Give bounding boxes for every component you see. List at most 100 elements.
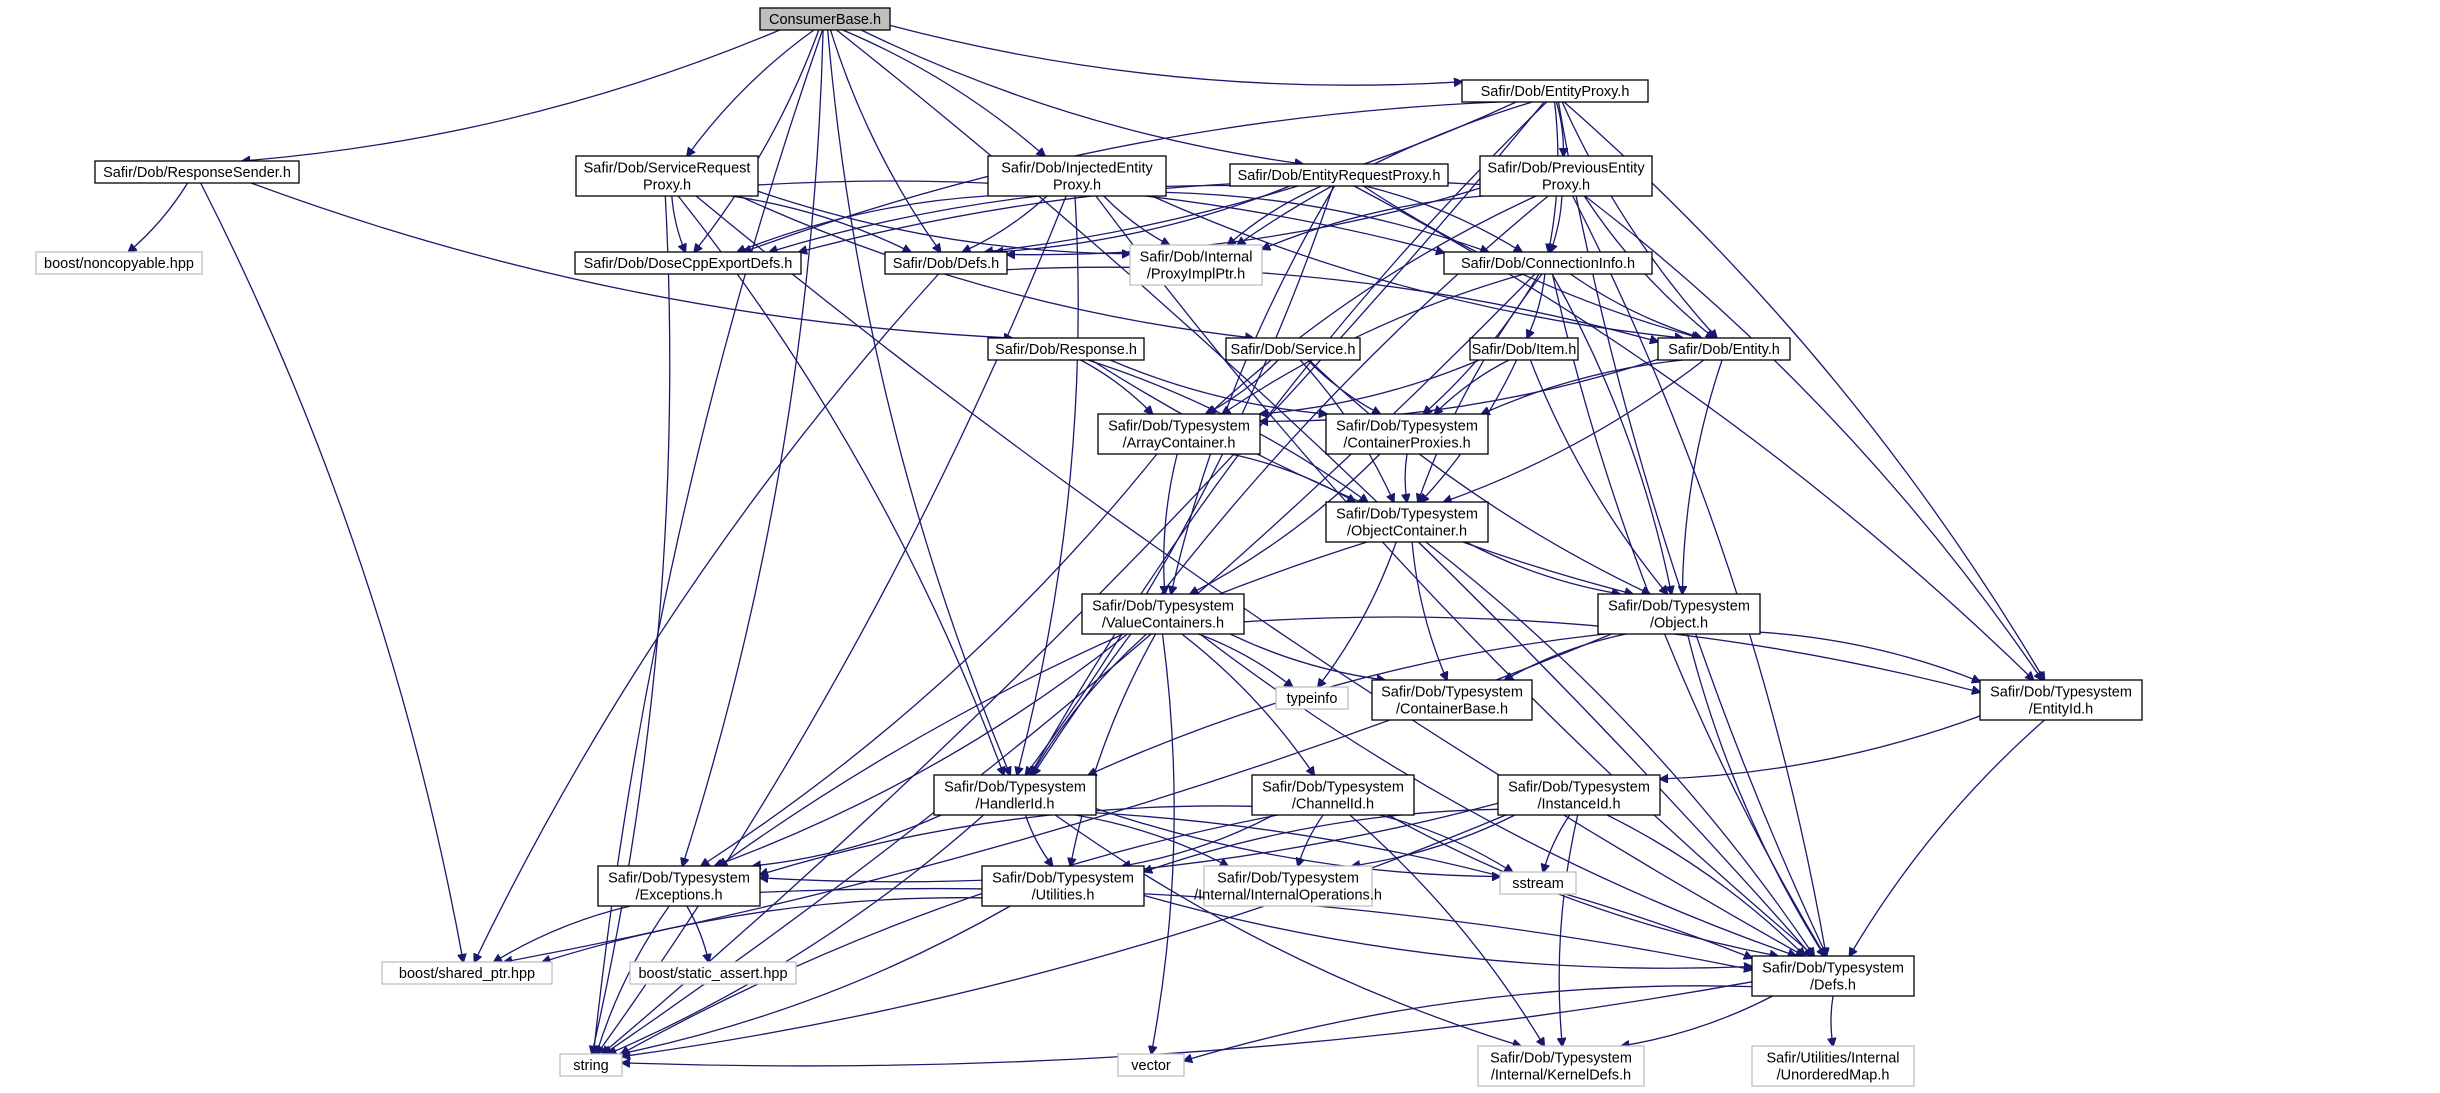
node-service[interactable]: Safir/Dob/Service.h xyxy=(1225,337,1361,361)
node-label: /ContainerBase.h xyxy=(1396,702,1508,718)
node-box xyxy=(1479,155,1653,197)
edge-servicerequestproxy-to-proxyimplptr xyxy=(757,190,1130,254)
node-objectcontainer[interactable]: Safir/Dob/Typesystem/ObjectContainer.h xyxy=(1325,501,1489,543)
edge-entityproxy-to-previousentityproxy xyxy=(1555,101,1563,156)
node-response[interactable]: Safir/Dob/Response.h xyxy=(987,337,1145,361)
edge-consumerbase-to-entityrequestproxy xyxy=(860,29,1303,164)
node-internaloperations: Safir/Dob/Typesystem/Internal/InternalOp… xyxy=(1194,865,1382,907)
edge-utilities-to-tsdefs xyxy=(1143,894,1752,969)
node-label: Proxy.h xyxy=(1053,178,1101,194)
node-box xyxy=(1657,337,1791,361)
node-box xyxy=(759,7,891,31)
edge-tsdefs-to-string xyxy=(622,981,1753,1066)
node-tsdefs[interactable]: Safir/Dob/Typesystem/Defs.h xyxy=(1751,955,1915,997)
node-box xyxy=(574,251,802,275)
edge-valuecontainers-to-typeinfo xyxy=(1198,633,1293,687)
node-entityid[interactable]: Safir/Dob/Typesystem/EntityId.h xyxy=(1979,679,2143,721)
node-responsesender[interactable]: Safir/Dob/ResponseSender.h xyxy=(94,160,300,184)
node-vector: vector xyxy=(1117,1053,1185,1077)
edge-injectedentityproxy-to-string xyxy=(597,195,1067,1054)
edge-consumerbase-to-exceptions xyxy=(682,29,824,866)
node-box xyxy=(1751,1045,1915,1087)
node-label: Safir/Dob/ConnectionInfo.h xyxy=(1461,256,1635,272)
node-utilities[interactable]: Safir/Dob/Typesystem/Utilities.h xyxy=(981,865,1145,907)
node-label: /ValueContainers.h xyxy=(1102,616,1224,632)
edge-channelid-to-string xyxy=(621,814,1279,1054)
node-entityrequestproxy[interactable]: Safir/Dob/EntityRequestProxy.h xyxy=(1229,163,1449,187)
node-box xyxy=(1461,79,1649,103)
node-box xyxy=(381,961,553,985)
edge-injectedentityproxy-to-handlerid xyxy=(1017,195,1079,775)
edge-objectcontainer-to-containerbase xyxy=(1411,541,1447,680)
node-kerneldefs: Safir/Dob/Typesystem/Internal/KernelDefs… xyxy=(1477,1045,1645,1087)
node-containerbase[interactable]: Safir/Dob/Typesystem/ContainerBase.h xyxy=(1371,679,1533,721)
node-handlerid[interactable]: Safir/Dob/Typesystem/HandlerId.h xyxy=(933,774,1097,816)
node-label: Safir/Dob/Internal xyxy=(1140,250,1253,266)
node-channelid[interactable]: Safir/Dob/Typesystem/ChannelId.h xyxy=(1251,774,1415,816)
edge-connectioninfo-to-arraycontainer xyxy=(1222,273,1525,414)
node-valuecontainers[interactable]: Safir/Dob/Typesystem/ValueContainers.h xyxy=(1081,593,1245,635)
node-label: Safir/Dob/Defs.h xyxy=(893,256,999,272)
node-item[interactable]: Safir/Dob/Item.h xyxy=(1469,337,1579,361)
edge-arraycontainer-to-exceptions xyxy=(701,453,1158,866)
node-box xyxy=(1129,244,1263,286)
edge-previousentityproxy-to-proxyimplptr xyxy=(1262,195,1483,249)
node-label: Safir/Dob/Typesystem xyxy=(1608,599,1750,615)
node-label: Safir/Dob/Typesystem xyxy=(992,871,1134,887)
edge-injectedentityproxy-to-proxyimplptr xyxy=(1103,195,1170,245)
node-connectioninfo[interactable]: Safir/Dob/ConnectionInfo.h xyxy=(1443,251,1653,275)
edge-injectedentityproxy-to-tsdefs xyxy=(1095,195,1814,956)
edge-item-to-arraycontainer xyxy=(1260,359,1480,414)
node-label: /ProxyImplPtr.h xyxy=(1147,267,1245,283)
node-label: ConsumerBase.h xyxy=(769,12,881,28)
node-box xyxy=(1325,413,1489,455)
edge-objectcontainer-to-tsdefs xyxy=(1425,541,1814,956)
node-box xyxy=(987,337,1145,361)
edge-response-to-containerproxies xyxy=(1109,359,1327,414)
node-entity[interactable]: Safir/Dob/Entity.h xyxy=(1657,337,1791,361)
node-label: typeinfo xyxy=(1287,691,1338,707)
node-box xyxy=(1497,774,1661,816)
node-typeinfo: typeinfo xyxy=(1275,686,1349,710)
node-label: sstream xyxy=(1512,876,1564,892)
node-dosecppexportdefs[interactable]: Safir/Dob/DoseCppExportDefs.h xyxy=(574,251,802,275)
edge-handlerid-to-sstream xyxy=(1095,807,1500,877)
node-consumerbase[interactable]: ConsumerBase.h xyxy=(759,7,891,31)
node-entityproxy[interactable]: Safir/Dob/EntityProxy.h xyxy=(1461,79,1649,103)
edge-handlerid-to-utilities xyxy=(1024,814,1053,866)
node-label: Proxy.h xyxy=(1542,178,1590,194)
edge-containerproxies-to-valuecontainers xyxy=(1190,453,1381,594)
node-instanceid[interactable]: Safir/Dob/Typesystem/InstanceId.h xyxy=(1497,774,1661,816)
edge-entityrequestproxy-to-proxyimplptr xyxy=(1228,185,1322,245)
node-containerproxies[interactable]: Safir/Dob/Typesystem/ContainerProxies.h xyxy=(1325,413,1489,455)
edge-previousentityproxy-to-entityid xyxy=(1584,195,2042,680)
edge-previousentityproxy-to-arraycontainer xyxy=(1209,195,1537,414)
edge-containerproxies-to-objectcontainer xyxy=(1405,453,1407,502)
node-arraycontainer[interactable]: Safir/Dob/Typesystem/ArrayContainer.h xyxy=(1097,413,1261,455)
edge-object-to-handlerid xyxy=(1088,633,1606,775)
edge-valuecontainers-to-handlerid xyxy=(1031,633,1148,775)
node-box xyxy=(884,251,1008,275)
node-label: Safir/Dob/Response.h xyxy=(995,342,1137,358)
node-box xyxy=(629,961,797,985)
edge-handlerid-to-internaloperations xyxy=(1074,814,1228,866)
edge-handlerid-to-tsdefs xyxy=(1095,812,1752,958)
node-box xyxy=(987,155,1167,197)
edge-object-to-tsdefs xyxy=(1686,633,1825,956)
node-noncopyable: boost/noncopyable.hpp xyxy=(35,251,203,275)
node-dobdefs[interactable]: Safir/Dob/Defs.h xyxy=(884,251,1008,275)
edge-entityrequestproxy-to-handlerid xyxy=(1026,185,1334,775)
edge-response-to-arraycontainer xyxy=(1080,359,1153,414)
edge-channelid-to-utilities xyxy=(1122,814,1275,866)
edge-instanceid-to-string xyxy=(622,814,1507,1057)
node-label: /ArrayContainer.h xyxy=(1123,436,1236,452)
edge-consumerbase-to-dobdefs xyxy=(829,29,941,252)
node-sstream: sstream xyxy=(1499,871,1577,895)
node-exceptions[interactable]: Safir/Dob/Typesystem/Exceptions.h xyxy=(597,865,761,907)
node-label: Safir/Dob/Typesystem xyxy=(1490,1051,1632,1067)
node-object[interactable]: Safir/Dob/Typesystem/Object.h xyxy=(1597,593,1761,635)
